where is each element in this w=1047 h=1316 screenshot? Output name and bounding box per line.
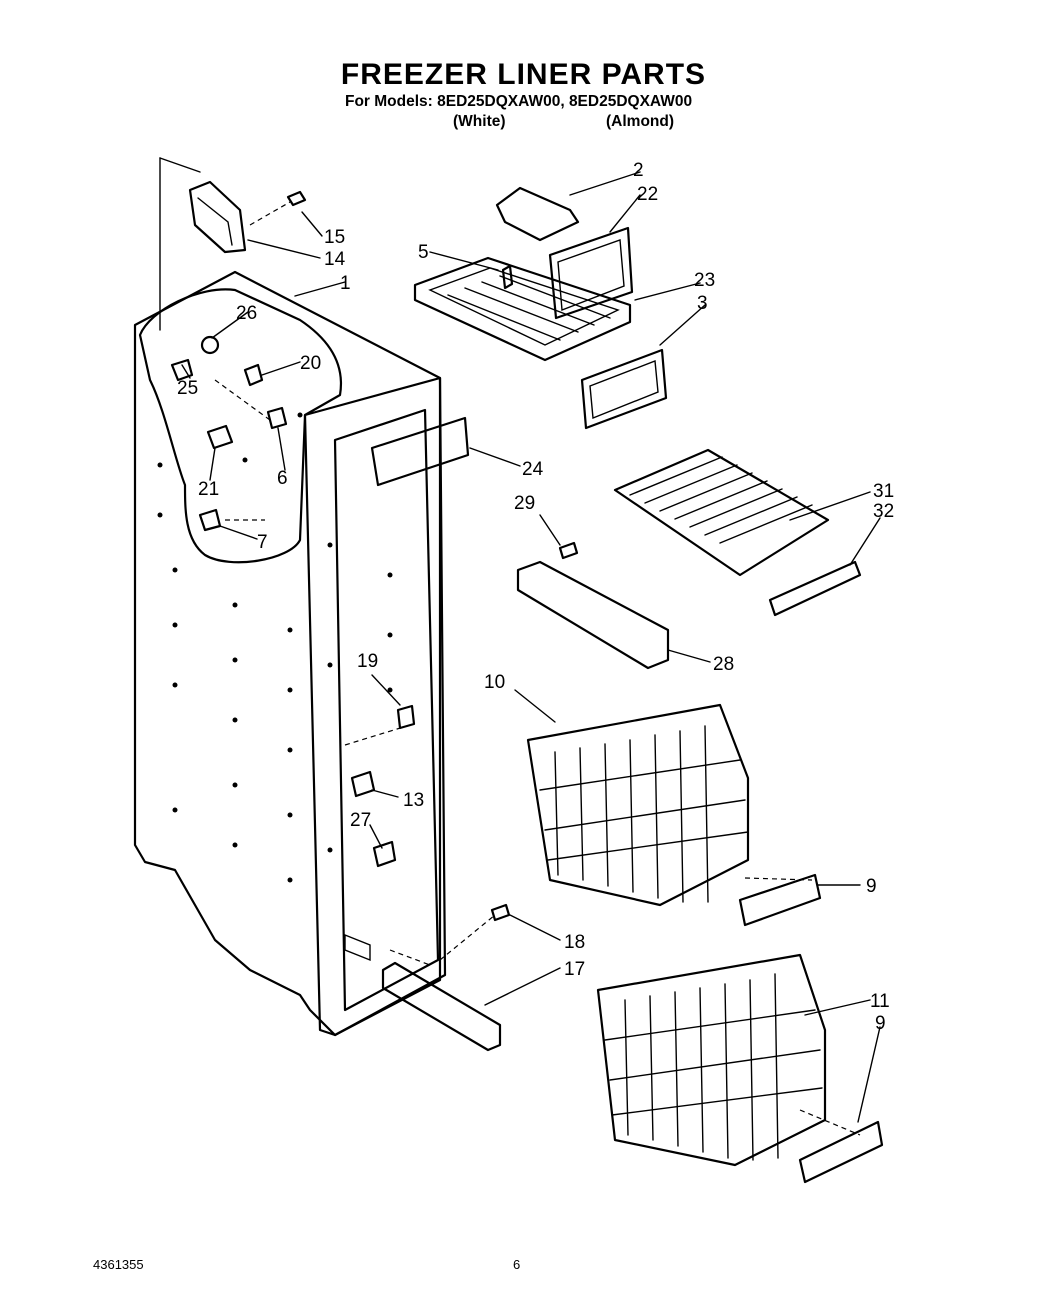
callout-20: 20 <box>300 353 321 374</box>
callout-25: 25 <box>177 378 198 399</box>
page-number: 6 <box>513 1257 521 1272</box>
freezer-liner-drawing <box>133 157 496 1037</box>
callout-7: 7 <box>257 532 268 553</box>
callout-21: 21 <box>198 479 219 500</box>
callout-32: 32 <box>873 501 894 522</box>
lower-basket <box>596 877 884 1184</box>
callout-27: 27 <box>350 810 371 831</box>
callout-26: 26 <box>236 303 257 324</box>
part-callouts: 1 2 22 5 23 3 15 14 26 20 25 21 6 7 24 2… <box>177 160 894 1034</box>
callout-3: 3 <box>697 293 708 314</box>
liner-hardware <box>170 180 511 1052</box>
callout-15: 15 <box>324 227 345 248</box>
wire-shelf <box>613 448 862 617</box>
callout-6: 6 <box>277 468 288 489</box>
upper-basket <box>526 703 822 927</box>
callout-17: 17 <box>564 959 585 980</box>
models-line: For Models: 8ED25DQXAW00, 8ED25DQXAW00 <box>345 93 693 110</box>
callout-9-upper: 9 <box>866 876 877 897</box>
shelf-bracket <box>516 541 670 670</box>
callout-14: 14 <box>324 249 346 270</box>
callout-1: 1 <box>340 273 351 294</box>
mounting-holes <box>157 412 393 883</box>
callout-31: 31 <box>873 481 894 502</box>
callout-9-lower: 9 <box>875 1013 886 1034</box>
callout-13: 13 <box>403 790 424 811</box>
callout-24: 24 <box>522 459 544 480</box>
callout-2: 2 <box>633 160 644 181</box>
callout-22: 22 <box>637 184 658 205</box>
callout-19: 19 <box>357 651 378 672</box>
callout-5: 5 <box>418 242 429 263</box>
top-shelf-assembly <box>413 186 668 430</box>
page-title: FREEZER LINER PARTS <box>340 58 707 91</box>
callout-28: 28 <box>713 654 734 675</box>
leader-lines <box>181 171 881 1123</box>
color-white-label: (White) <box>453 113 506 130</box>
callout-23: 23 <box>694 270 715 291</box>
callout-10: 10 <box>484 672 505 693</box>
callout-18: 18 <box>564 932 585 953</box>
callout-11: 11 <box>870 991 890 1012</box>
document-number: 4361355 <box>93 1257 144 1272</box>
callout-29: 29 <box>514 493 535 514</box>
color-almond-label: (Almond) <box>606 113 675 130</box>
